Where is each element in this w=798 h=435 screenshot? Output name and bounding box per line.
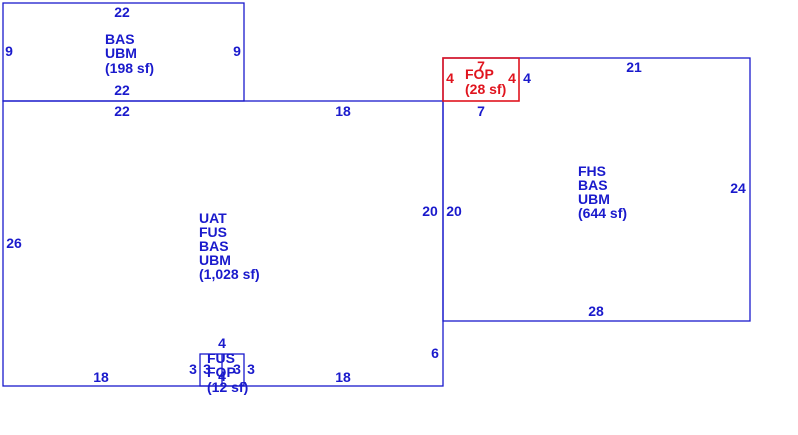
bas-upper-dim-bottom: 22	[114, 82, 130, 98]
fop-bottom-dim-inner-right: 3	[233, 361, 241, 377]
fop-bottom-dim-top: 4	[218, 335, 226, 351]
fop-top-area: (28 sf)	[465, 81, 506, 97]
fhs-area: (644 sf)	[578, 205, 627, 221]
bas-upper-dim-top: 22	[114, 4, 130, 20]
fop-bottom-code-2: FOP	[207, 364, 236, 380]
fhs-outline	[442, 57, 751, 322]
bas-upper-dim-left: 9	[5, 43, 13, 59]
main-dim-right-lower: 6	[431, 345, 439, 361]
main-code-3: BAS	[199, 238, 229, 254]
main-code-4: UBM	[199, 252, 231, 268]
fop-bottom-area: (12 sf)	[207, 379, 248, 395]
fhs-code-1: FHS	[578, 163, 606, 179]
fhs-dim-left: 20	[446, 203, 462, 219]
main-dim-left: 26	[6, 235, 22, 251]
fop-top-dim-right: 4	[508, 70, 516, 86]
fop-bottom-dim-inner-left: 3	[203, 361, 211, 377]
fop-bottom-code-1: FUS	[207, 350, 235, 366]
bas-upper-area: (198 sf)	[105, 60, 154, 76]
main-dim-right: 20	[422, 203, 438, 219]
fhs-code-2: BAS	[578, 177, 608, 193]
fop-top-dim-top: 7	[477, 58, 485, 74]
main-dim-top-left: 22	[114, 103, 130, 119]
main-code-2: FUS	[199, 224, 227, 240]
fop-top-dim-outer-right: 4	[523, 70, 531, 86]
fop-bottom-dim-bottom: 4	[218, 368, 226, 384]
fop-top-dim-bottom: 7	[477, 103, 485, 119]
fhs-dim-bottom: 28	[588, 303, 604, 319]
main-dim-bottom-left: 18	[93, 369, 109, 385]
bas-upper-code-2: UBM	[105, 45, 137, 61]
fhs-dim-top: 21	[626, 59, 642, 75]
fhs-dim-right: 24	[730, 180, 746, 196]
main-area: (1,028 sf)	[199, 266, 260, 282]
fop-bottom-dim-left: 3	[189, 361, 197, 377]
main-code-1: UAT	[199, 210, 227, 226]
main-dim-bottom-right: 18	[335, 369, 351, 385]
main-dim-top-right: 18	[335, 103, 351, 119]
fop-top-code: FOP	[465, 66, 494, 82]
fhs-code-3: UBM	[578, 191, 610, 207]
bas-upper-dim-right: 9	[233, 43, 241, 59]
fop-top-dim-left: 4	[446, 70, 454, 86]
fop-top-outline	[442, 57, 520, 102]
bas-upper-code-1: BAS	[105, 31, 135, 47]
fop-bottom-dim-right: 3	[247, 361, 255, 377]
